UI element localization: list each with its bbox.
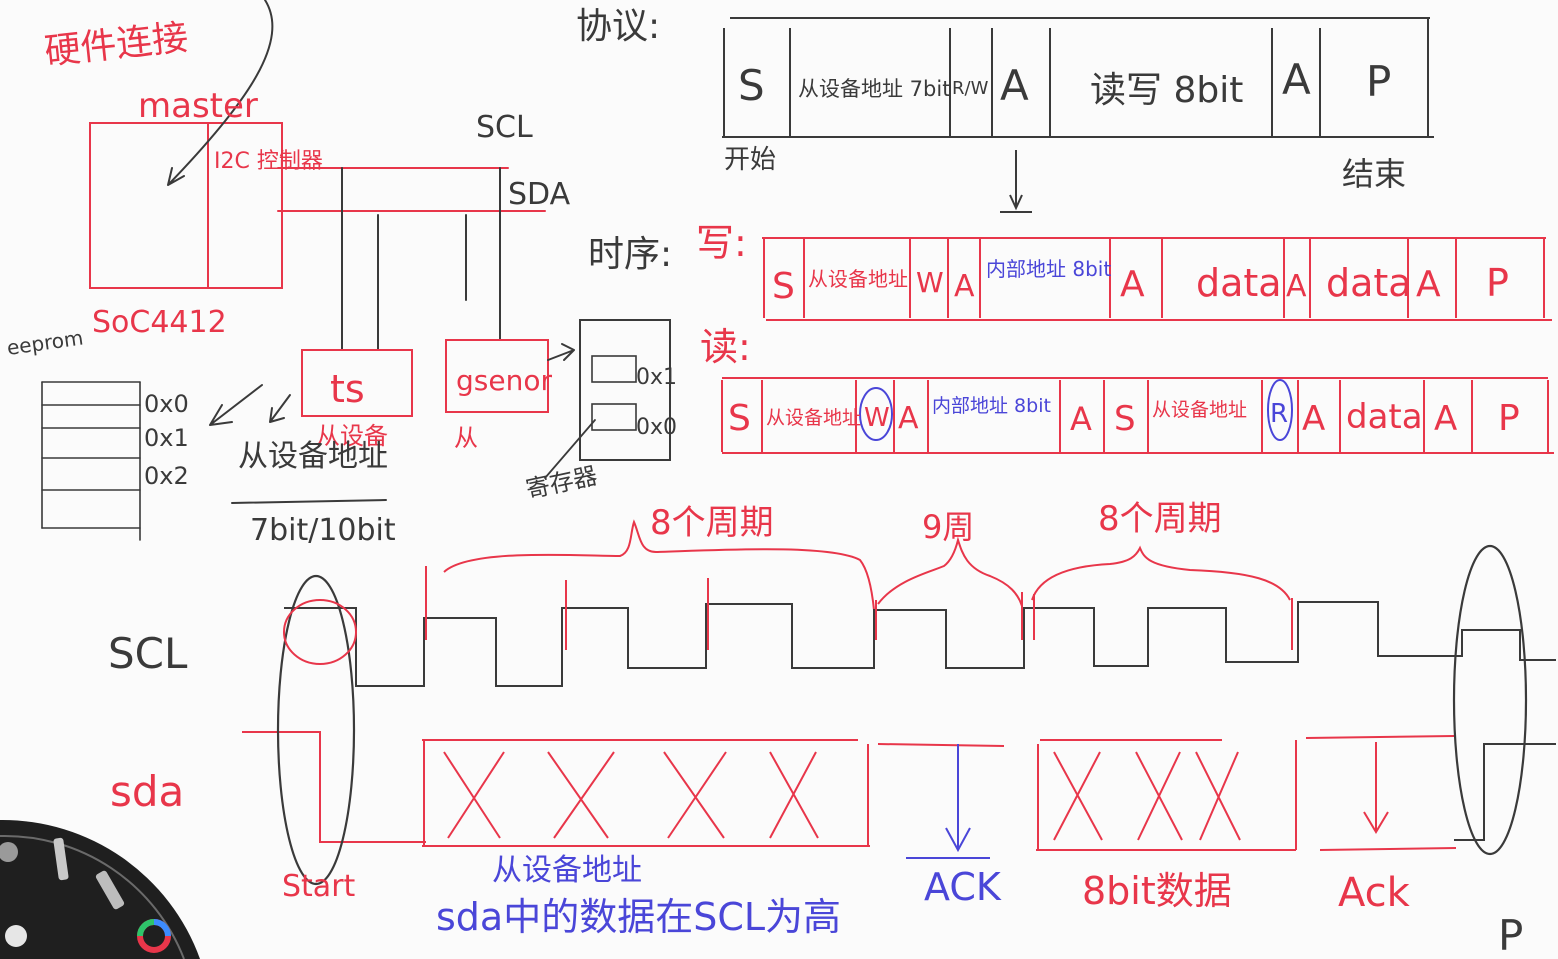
protocol-cell-rw: R/W: [952, 78, 989, 99]
gsensor-note: 从: [454, 424, 478, 452]
protocol-cell-a1: A: [1000, 61, 1029, 110]
arrow-to-eeprom: [210, 385, 262, 425]
scl-waveform: [284, 602, 1556, 686]
stop-label: P: [1498, 911, 1523, 959]
cycles-8-label: 8个周期: [650, 503, 774, 543]
read-cell-a1: A: [898, 401, 919, 436]
protocol-frame: [722, 18, 1434, 212]
write-cell-a2: A: [1120, 264, 1145, 305]
hardware-title: 硬件连接: [43, 17, 191, 73]
read-cell-p: P: [1498, 398, 1520, 439]
read-cell-addr1: 从设备地址: [766, 407, 861, 429]
read-cell-a3: A: [1302, 399, 1325, 439]
write-cell-data2: data: [1326, 261, 1412, 305]
sda-waveform: [242, 732, 1556, 858]
write-cell-a3: A: [1286, 269, 1307, 304]
read-cell-data: data: [1346, 397, 1423, 437]
gsensor-label: gsenor: [456, 364, 552, 397]
write-cell-inner: 内部地址 8bit: [986, 257, 1111, 281]
write-cell-a1: A: [954, 269, 975, 304]
sda-bus-label: SDA: [508, 177, 571, 212]
protocol-cell-addr: 从设备地址 7bit: [798, 77, 950, 101]
reg-addr-0: 0x0: [636, 415, 677, 440]
start-ellipse: [278, 576, 354, 884]
addr-underline: [232, 500, 386, 503]
arrow-to-register: [548, 344, 574, 360]
write-label: 写:: [696, 221, 747, 265]
read-cell-a4: A: [1434, 399, 1457, 439]
write-cell-p: P: [1486, 261, 1509, 305]
wheel-info-icon[interactable]: [5, 925, 27, 947]
eeprom-addr-1: 0x1: [144, 424, 189, 452]
stop-ellipse: [1454, 546, 1526, 854]
read-cell-inner: 内部地址 8bit: [932, 395, 1051, 417]
arrow-to-slave-addr: [270, 395, 290, 422]
read-cell-r: R: [1270, 399, 1288, 429]
protocol-cell-s: S: [738, 61, 765, 110]
protocol-cell-rwdata: 读写 8bit: [1090, 70, 1243, 111]
eeprom-label: eeprom: [5, 325, 84, 359]
protocol-cell-p: P: [1366, 57, 1391, 106]
rule-note: sda中的数据在SCL为高: [436, 895, 841, 939]
timing-title: 时序:: [588, 234, 672, 275]
write-cell-s: S: [772, 266, 795, 307]
eeprom-table: [42, 382, 140, 540]
register-note: 寄存器: [523, 462, 599, 504]
eeprom-addr-2: 0x2: [144, 462, 189, 490]
reg-cell-0: [592, 404, 636, 430]
addr-bits-label: 7bit/10bit: [250, 513, 396, 548]
start-label: Start: [282, 869, 356, 904]
ack1-label: ACK: [924, 865, 1002, 909]
reg-cell-1: [592, 356, 636, 382]
read-cell-addr2: 从设备地址: [1152, 399, 1247, 421]
cycle-9-label: 9周: [922, 508, 974, 546]
scl-wave-label: SCL: [108, 629, 188, 678]
reg-addr-1: 0x1: [636, 365, 677, 390]
read-cell-s1: S: [728, 398, 751, 439]
master-label: master: [138, 86, 258, 126]
read-cell-w: W: [864, 403, 890, 433]
write-cell-w: W: [916, 266, 944, 299]
soc-label: SoC4412: [92, 305, 227, 340]
protocol-end-note: 结束: [1342, 155, 1406, 193]
slave-addr-note: 从设备地址: [238, 439, 388, 474]
eeprom-addr-0: 0x0: [144, 390, 189, 418]
protocol-start-note: 开始: [724, 145, 776, 175]
write-cell-a4: A: [1416, 264, 1441, 305]
brace-8b-cycles: [1032, 548, 1290, 600]
write-cell-addr: 从设备地址: [808, 267, 908, 291]
addr-note: 从设备地址: [492, 853, 642, 888]
data-note: 8bit数据: [1082, 869, 1232, 913]
brace-9: [878, 540, 1022, 606]
protocol-cell-a2: A: [1282, 55, 1311, 104]
write-cell-data1: data: [1196, 261, 1282, 305]
ts-label: ts: [330, 367, 365, 411]
ack2-label: Ack: [1338, 870, 1411, 916]
scl-bus-label: SCL: [476, 110, 533, 145]
protocol-title: 协议:: [576, 6, 660, 47]
read-label: 读:: [700, 325, 751, 369]
read-cell-a2: A: [1070, 400, 1092, 438]
sda-wave-label: sda: [110, 767, 184, 816]
cycles-8b-label: 8个周期: [1098, 499, 1222, 539]
read-cell-s2: S: [1114, 399, 1136, 439]
soc-box: [90, 123, 282, 288]
controller-label: I2C 控制器: [214, 149, 323, 174]
